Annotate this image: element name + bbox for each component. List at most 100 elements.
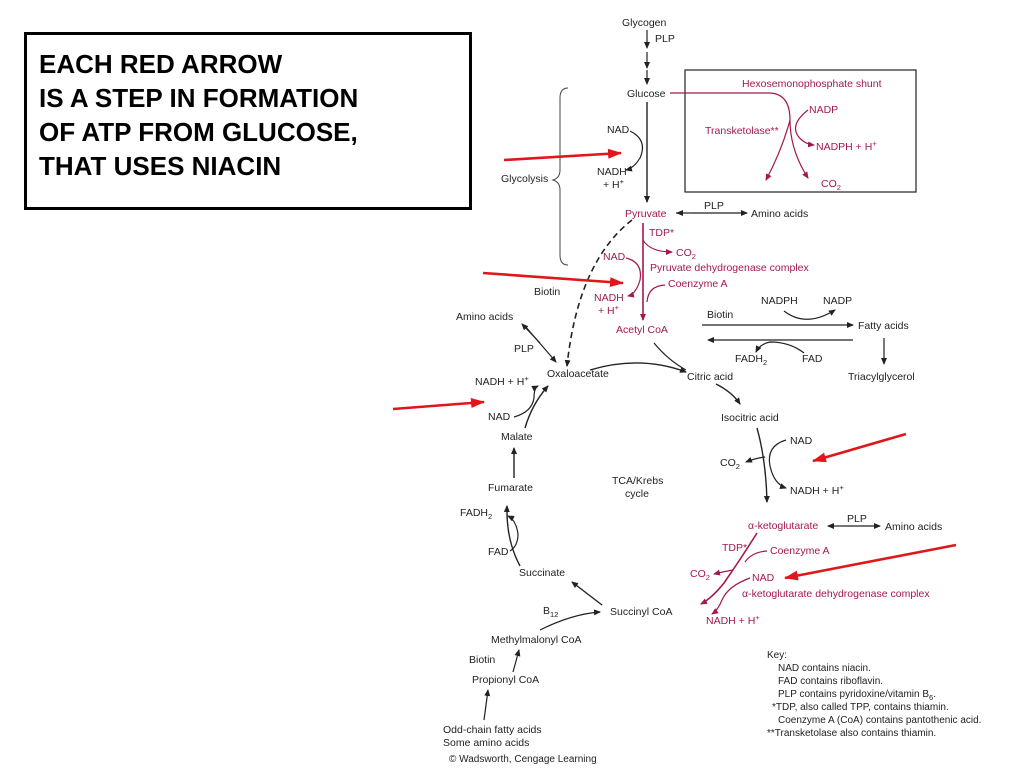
succinate-to-fumarate-arrow (503, 505, 521, 567)
oxaloacetate-label: Oxaloacetate (547, 368, 609, 380)
co2-isocitrate-label: CO2 (720, 457, 740, 471)
biotin-fa-label: Biotin (707, 309, 733, 321)
shunt-co2-label: CO2 (821, 178, 841, 192)
plp-top-label: PLP (655, 33, 675, 45)
nad-nadh-isocitrate-arrow (768, 439, 787, 489)
b12-label: B12 (543, 605, 558, 619)
fad-fadh2-arrow (755, 341, 805, 354)
akg-to-succinylcoa-arrow (700, 532, 758, 605)
fad-tca-label: FAD (488, 546, 509, 558)
isocitrate-to-akg-arrow (756, 427, 770, 503)
h-pdh-label: + H+ (598, 303, 620, 317)
fad-fadh2-tca-arrow (507, 515, 519, 552)
glycolysis-label: Glycolysis (501, 173, 548, 185)
nadh-glycolysis-label: NADH (597, 166, 627, 178)
copyright-label: © Wadsworth, Cengage Learning (449, 754, 597, 765)
key-line-fad: FAD contains riboflavin. (778, 676, 883, 687)
glycogen-label: Glycogen (622, 17, 667, 29)
biotin-propionyl-label: Biotin (469, 654, 495, 666)
key-line-plp: PLP contains pyridoxine/vitamin B6. (778, 689, 936, 702)
propionyl-coa-label: Propionyl CoA (472, 674, 539, 686)
nadph-fa-label: NADPH (761, 295, 798, 307)
callout-arrow-pyruvate-dehydrogenase (482, 271, 624, 288)
fadh2-tca-label: FADH2 (460, 507, 492, 521)
coenzyme-a-akg-label: Coenzyme A (770, 545, 830, 557)
fad-fa-label: FAD (802, 353, 823, 365)
fadh2-fa-label: FADH2 (735, 353, 767, 367)
coa-pdh-curve (646, 284, 666, 303)
key-title: Key: (767, 650, 787, 661)
pyruvate-to-oxaloacetate-dashed (564, 219, 633, 367)
plp-akg-label: PLP (847, 513, 867, 525)
amino-acids-pyruvate-label: Amino acids (751, 208, 808, 220)
propionyl-to-methylmalonyl-arrow (512, 649, 521, 673)
co2-pdh-label: CO2 (676, 247, 696, 261)
isocitric-acid-label: Isocitric acid (721, 412, 779, 424)
key-line-tdp: *TDP, also called TPP, contains thiamin. (772, 702, 949, 713)
callout-arrow-isocitrate (812, 432, 907, 463)
key-line-nad: NAD contains niacin. (778, 663, 871, 674)
coenzyme-a-pdh-label: Coenzyme A (668, 278, 728, 290)
shunt-path (670, 92, 809, 179)
amino-acids-akg-label: Amino acids (885, 521, 942, 533)
tdp-akg-label: TDP* (722, 542, 747, 554)
nad-nadh-malate-arrow (513, 385, 539, 418)
h-glycolysis-label: + H+ (603, 177, 625, 191)
plp-pyruvate-label: PLP (704, 200, 724, 212)
akg-label: α-ketoglutarate (748, 520, 818, 532)
callout-arrow-alpha-ketoglutarate (784, 543, 957, 581)
co2-akg-label: CO2 (690, 568, 710, 582)
nad-isocitrate-label: NAD (790, 435, 813, 447)
nadp-fa-label: NADP (823, 295, 852, 307)
callout-arrow-glycolysis (503, 148, 622, 162)
methylmalonyl-coa-label: Methylmalonyl CoA (491, 634, 581, 646)
succinyl-coa-label: Succinyl CoA (610, 606, 672, 618)
pdh-complex-label: Pyruvate dehydrogenase complex (650, 262, 810, 274)
succinylcoa-to-succinate-arrow (571, 581, 603, 606)
oaa-to-citrate-arrow (589, 362, 687, 373)
malate-label: Malate (501, 431, 533, 443)
succinate-label: Succinate (519, 567, 565, 579)
some-amino-acids-label: Some amino acids (443, 737, 529, 749)
nad-malate-label: NAD (488, 411, 511, 423)
triacylglycerol-label: Triacylglycerol (848, 371, 915, 383)
shunt-nadp-label: NADP (809, 104, 838, 116)
fumarate-label: Fumarate (488, 482, 533, 494)
nad-nadh-pdh-arrow (625, 257, 642, 298)
nadh-malate-label: NADH + H+ (475, 374, 529, 388)
pyruvate-label: Pyruvate (625, 208, 667, 220)
coa-akg-curve (744, 550, 768, 563)
nadh-pdh-label: NADH (594, 292, 624, 304)
tca-label-line2: cycle (625, 488, 649, 500)
acetyl-coa-label: Acetyl CoA (616, 324, 668, 336)
tdp-pdh-label: TDP* (649, 227, 674, 239)
citrate-to-isocitrate-arrow (715, 383, 741, 405)
key-line-transketolase: **Transketolase also contains thiamin. (767, 728, 936, 739)
key-line-coa: Coenzyme A (CoA) contains pantothenic ac… (778, 715, 981, 726)
nadh-akg-label: NADH + H+ (706, 613, 760, 627)
callout-line-4: THAT USES NIACIN (39, 151, 282, 181)
nad-glycolysis-label: NAD (607, 124, 630, 136)
glucose-label: Glucose (627, 88, 666, 100)
callout-line-1: EACH RED ARROW (39, 49, 283, 79)
nad-pdh-label: NAD (603, 251, 626, 263)
shunt-branch-arrow (765, 119, 791, 181)
nadh-isocitrate-label: NADH + H+ (790, 483, 844, 497)
hexose-shunt-box (684, 69, 917, 193)
fatty-acids-label: Fatty acids (858, 320, 909, 332)
shunt-nadph-label: NADPH + H+ (816, 139, 877, 153)
amino-acids-left-label: Amino acids (456, 311, 513, 323)
callout-line-3: OF ATP FROM GLUCOSE, (39, 117, 358, 147)
callout-box: EACH RED ARROW IS A STEP IN FORMATION OF… (24, 32, 472, 210)
co2-pdh-arrow (642, 239, 673, 255)
nad-nadh-akg-arrow (711, 577, 751, 615)
nad-nadh-glycolysis-arrow (625, 130, 643, 172)
citric-acid-label: Citric acid (687, 371, 733, 383)
callout-line-2: IS A STEP IN FORMATION (39, 83, 359, 113)
tca-label-line1: TCA/Krebs (612, 475, 663, 487)
odd-chain-label: Odd-chain fatty acids (443, 724, 542, 736)
malate-to-oaa-arrow (524, 385, 549, 429)
callout-arrow-malate (392, 398, 485, 411)
akg-complex-label: α-ketoglutarate dehydrogenase complex (742, 588, 930, 600)
glycolysis-brace (551, 87, 569, 266)
